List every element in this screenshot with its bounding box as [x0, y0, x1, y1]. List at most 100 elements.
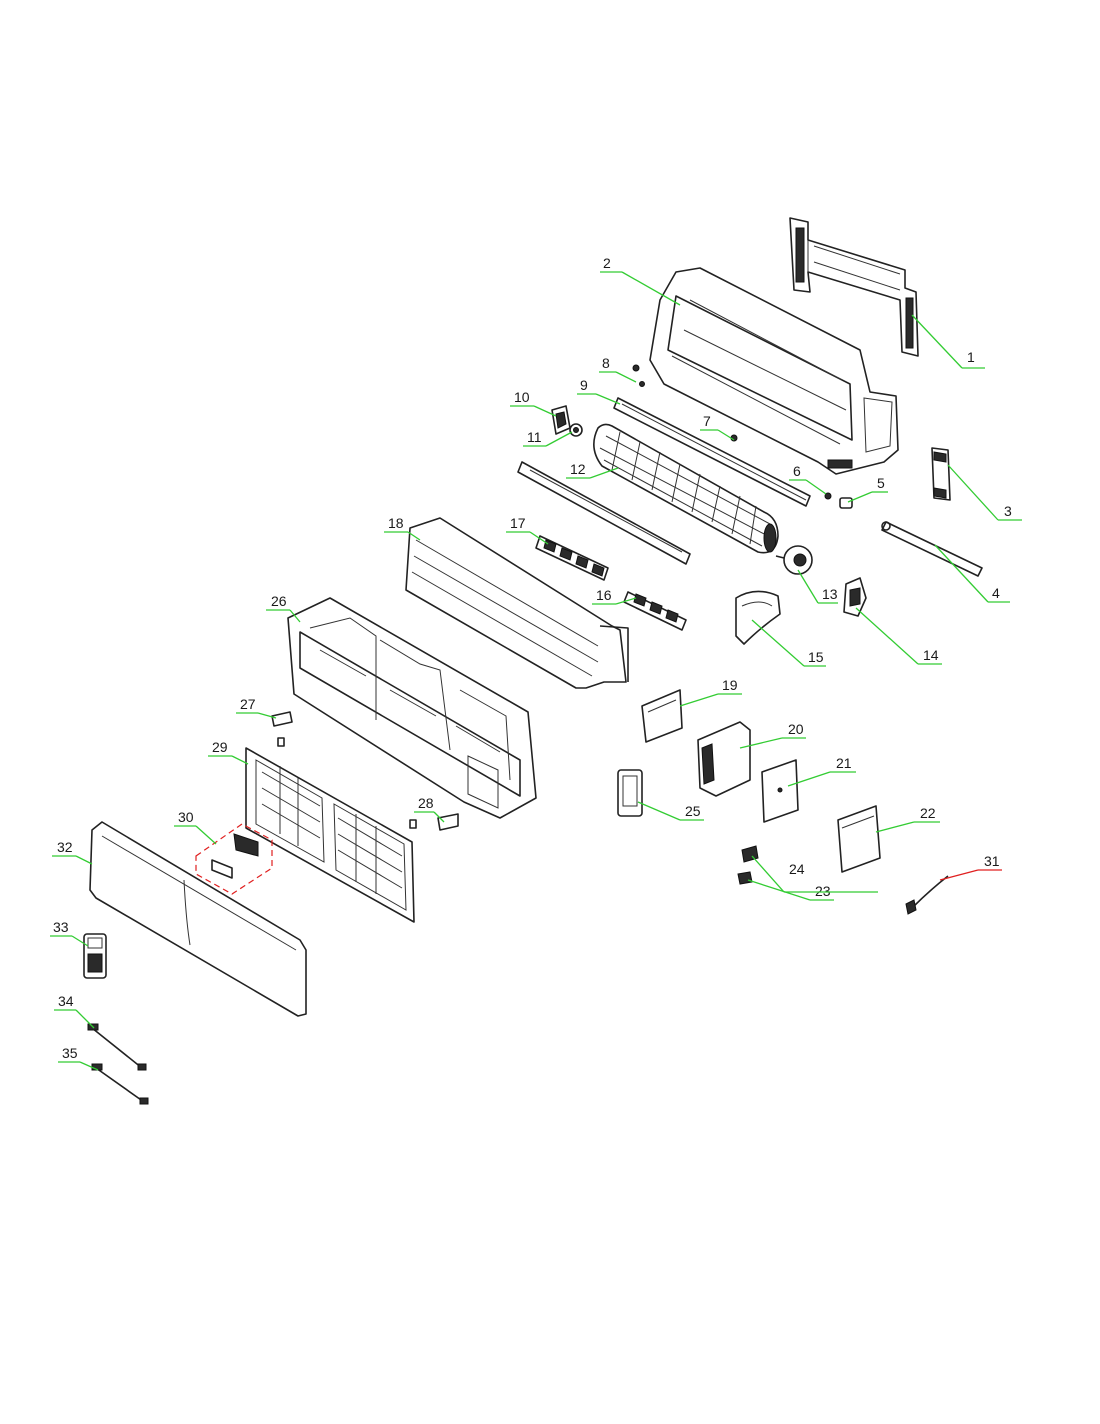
callout-number-3: 3 [1004, 503, 1012, 519]
part-21-pcb-plate [761, 759, 799, 823]
callout-number-6: 6 [793, 463, 801, 479]
callout-number-9: 9 [580, 377, 588, 393]
callout-leader-23 [747, 879, 811, 901]
callout-25: 25 [637, 801, 704, 821]
callout-26: 26 [266, 593, 301, 623]
part-25-display-panel [617, 769, 643, 817]
callout-number-14: 14 [923, 647, 939, 663]
callout-leader-31 [939, 869, 979, 881]
part-4-rod [881, 521, 983, 577]
part-18-evaporator [405, 517, 629, 689]
callout-leader-21 [787, 771, 831, 787]
part-17-louver-set [535, 535, 609, 581]
part-11-bearing [569, 423, 583, 437]
callout-6: 6 [789, 463, 827, 495]
callout-8: 8 [599, 355, 637, 383]
callout-9: 9 [577, 377, 621, 405]
callout-number-29: 29 [212, 739, 228, 755]
callout-leader-19 [679, 693, 719, 707]
callout-leader-6 [805, 479, 827, 495]
part-3-bracket [931, 447, 951, 501]
part-34-cable [87, 1023, 147, 1071]
callout-number-31: 31 [984, 853, 1000, 869]
callout-layer: 1234567891011121314151617181920212223242… [50, 255, 1022, 1071]
callout-number-22: 22 [920, 805, 936, 821]
callout-leader-26 [289, 609, 301, 623]
callout-number-7: 7 [703, 413, 711, 429]
callout-number-27: 27 [240, 696, 256, 712]
callout-leader-17 [529, 531, 549, 545]
callout-1: 1 [911, 314, 985, 369]
callout-leader-9 [595, 393, 621, 405]
part-17-louver-strip [517, 461, 691, 565]
part-10-bearing-holder [551, 405, 571, 435]
callout-number-32: 32 [57, 839, 73, 855]
callout-29: 29 [208, 739, 249, 765]
callout-31: 31 [939, 853, 1002, 881]
callout-leader-27 [257, 712, 277, 719]
callout-number-25: 25 [685, 803, 701, 819]
callout-leader-16 [615, 597, 637, 605]
callout-14: 14 [855, 607, 942, 665]
callout-13: 13 [797, 569, 838, 604]
callout-5: 5 [847, 475, 888, 503]
part-20-control-box [697, 721, 751, 797]
callout-34: 34 [54, 993, 95, 1029]
part-33-remote-control [83, 933, 107, 979]
part-22-cover-plate [837, 805, 881, 873]
callout-leader-25 [637, 801, 681, 821]
callout-32: 32 [52, 839, 93, 865]
callout-leader-10 [533, 405, 557, 417]
callout-19: 19 [679, 677, 742, 707]
callout-leader-1 [911, 314, 963, 369]
callout-number-34: 34 [58, 993, 74, 1009]
callout-leader-34 [75, 1009, 95, 1029]
part-12-crossflow-fan [593, 423, 779, 554]
part-27-clip [271, 711, 293, 747]
callout-35: 35 [58, 1045, 99, 1071]
part-9-bar [613, 397, 811, 507]
callout-leader-15 [751, 619, 805, 667]
callout-20: 20 [739, 721, 806, 749]
callout-leader-8 [615, 371, 637, 383]
callout-number-33: 33 [53, 919, 69, 935]
callout-number-30: 30 [178, 809, 194, 825]
callout-12: 12 [566, 461, 619, 479]
part-8-screw [632, 364, 645, 387]
callout-leader-7 [717, 429, 735, 441]
callout-2: 2 [600, 255, 681, 306]
callout-15: 15 [751, 619, 826, 667]
callout-number-19: 19 [722, 677, 738, 693]
callout-leader-29 [231, 755, 249, 765]
callout-number-24: 24 [789, 861, 805, 877]
callout-number-8: 8 [602, 355, 610, 371]
part-14-motor-bracket [843, 577, 867, 617]
callout-number-5: 5 [877, 475, 885, 491]
callout-leader-28 [433, 811, 445, 823]
callout-leader-11 [545, 431, 573, 447]
callout-21: 21 [787, 755, 856, 787]
callout-30: 30 [174, 809, 217, 845]
callout-number-21: 21 [836, 755, 852, 771]
callout-number-16: 16 [596, 587, 612, 603]
callout-7: 7 [700, 413, 735, 441]
callout-number-17: 17 [510, 515, 526, 531]
callout-leader-12 [589, 467, 619, 479]
callout-number-28: 28 [418, 795, 434, 811]
part-23-sensor [737, 871, 753, 885]
part-29-air-filter [245, 747, 415, 923]
callout-3: 3 [947, 464, 1022, 521]
callout-number-26: 26 [271, 593, 287, 609]
callout-11: 11 [523, 429, 573, 447]
part-32-front-panel [89, 821, 307, 1017]
callout-33: 33 [50, 919, 89, 947]
callout-28: 28 [414, 795, 445, 823]
callout-18: 18 [384, 515, 421, 541]
part-19-box-cover [641, 689, 683, 743]
callout-number-2: 2 [603, 255, 611, 271]
callout-4: 4 [934, 544, 1010, 603]
callout-leader-3 [947, 464, 999, 521]
callout-number-15: 15 [808, 649, 824, 665]
callout-number-4: 4 [992, 585, 1000, 601]
